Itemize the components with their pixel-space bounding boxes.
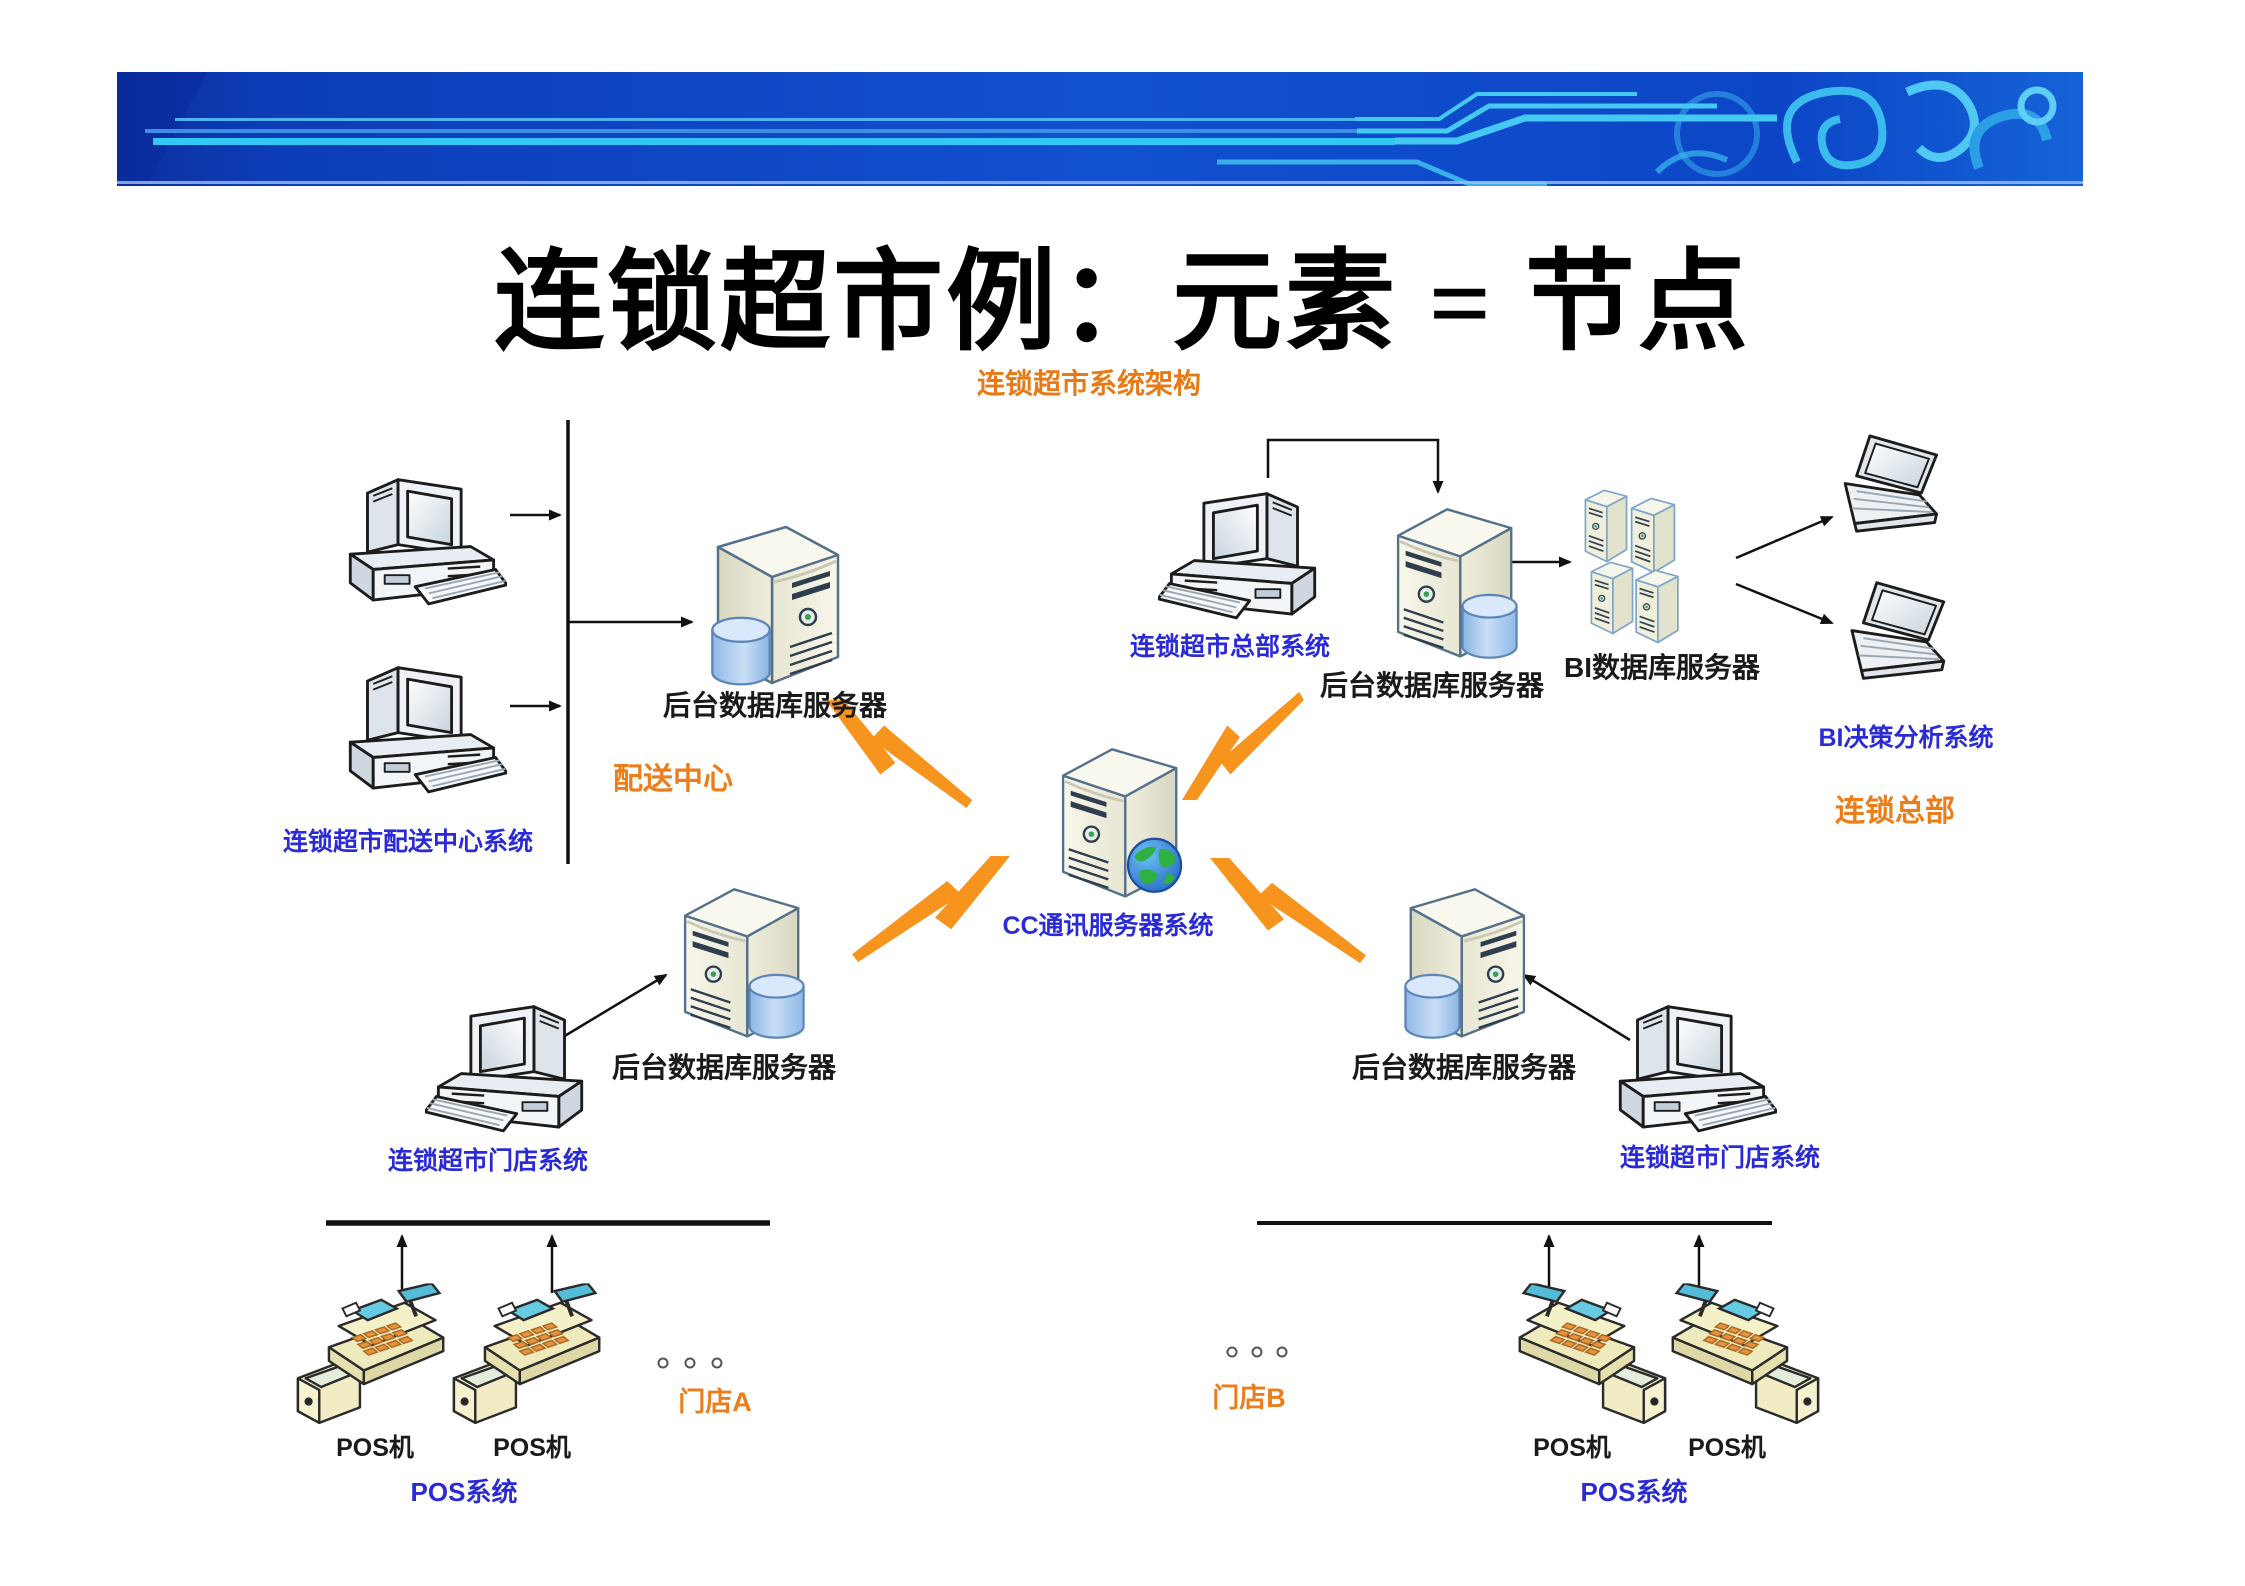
hq-client-label: 连锁超市总部系统: [1129, 633, 1331, 661]
hq-computer-icon: [1158, 472, 1330, 630]
lightning-bolt-lower-right-icon: [1210, 858, 1370, 963]
storea-pos1-label: POS机: [336, 1434, 414, 1462]
storeb-pos-2-icon: [1665, 1282, 1820, 1430]
storea-database-server-icon: [672, 878, 805, 1039]
hq-server-label: 后台数据库服务器: [1319, 670, 1545, 701]
distribution-server-label: 后台数据库服务器: [662, 690, 888, 721]
storea-server-label: 后台数据库服务器: [611, 1052, 837, 1083]
hq-zone-label: 连锁总部: [1835, 795, 1955, 828]
bi-server-stack-icon: [1584, 489, 1679, 644]
lightning-bolt-lower-left-icon: [848, 856, 1010, 962]
arrow-hq-client-to-server: [1266, 438, 1444, 494]
ellipsis-dots-store-b: [1226, 1346, 1288, 1358]
storea-client-label: 连锁超市门店系统: [387, 1147, 589, 1175]
bi-laptop-1-icon: [1843, 434, 1953, 534]
storea-zone-label: 门店A: [678, 1387, 752, 1417]
storeb-system-label: POS系统: [1580, 1477, 1688, 1507]
storea-system-label: POS系统: [410, 1477, 518, 1507]
arrow-storea-client-to-server: [557, 973, 668, 1042]
distribution-database-server-icon: [711, 515, 850, 686]
distribution-zone-label: 配送中心: [613, 763, 733, 796]
distribution-computer-1-icon: [335, 458, 507, 616]
storea-pos-1-icon: [296, 1282, 451, 1430]
lightning-bolt-upper-right-icon: [1182, 692, 1307, 800]
ellipsis-dots-store-a: [657, 1357, 723, 1369]
communication-server-label: CC通讯服务器系统: [1002, 912, 1214, 940]
arrow-bi-to-laptop2: [1735, 582, 1834, 625]
arrow-storeb-client-to-server: [1522, 973, 1631, 1042]
storeb-pos-1-icon: [1512, 1282, 1667, 1430]
storeb-pos2-label: POS机: [1688, 1434, 1766, 1462]
storea-computer-icon: [425, 985, 597, 1143]
swirl-decor: [1654, 80, 2057, 177]
storeb-client-label: 连锁超市门店系统: [1619, 1144, 1821, 1172]
distribution-client-label: 连锁超市配送中心系统: [282, 828, 534, 856]
hq-database-server-icon: [1385, 498, 1518, 659]
bi-client-label: BI决策分析系统: [1818, 724, 1994, 752]
storeb-zone-label: 门店B: [1212, 1383, 1286, 1413]
bi-server-label: BI数据库服务器: [1563, 652, 1761, 683]
storea-pos-2-icon: [452, 1282, 607, 1430]
page-title: 连锁超市例：元素 = 节点: [494, 242, 1751, 364]
header-banner: [117, 72, 2083, 186]
storeb-computer-icon: [1605, 985, 1777, 1143]
storeb-pos1-label: POS机: [1533, 1434, 1611, 1462]
diagram-title: 连锁超市系统架构: [976, 368, 1202, 399]
bi-laptop-2-icon: [1850, 580, 1960, 682]
communication-server-icon: [1050, 738, 1183, 903]
storeb-server-label: 后台数据库服务器: [1351, 1052, 1577, 1083]
storeb-database-server-icon: [1404, 878, 1537, 1039]
distribution-computer-2-icon: [335, 646, 507, 804]
globe-icon: [1126, 837, 1183, 893]
arrow-bi-to-laptop1: [1735, 515, 1834, 560]
storea-pos2-label: POS机: [493, 1434, 571, 1462]
